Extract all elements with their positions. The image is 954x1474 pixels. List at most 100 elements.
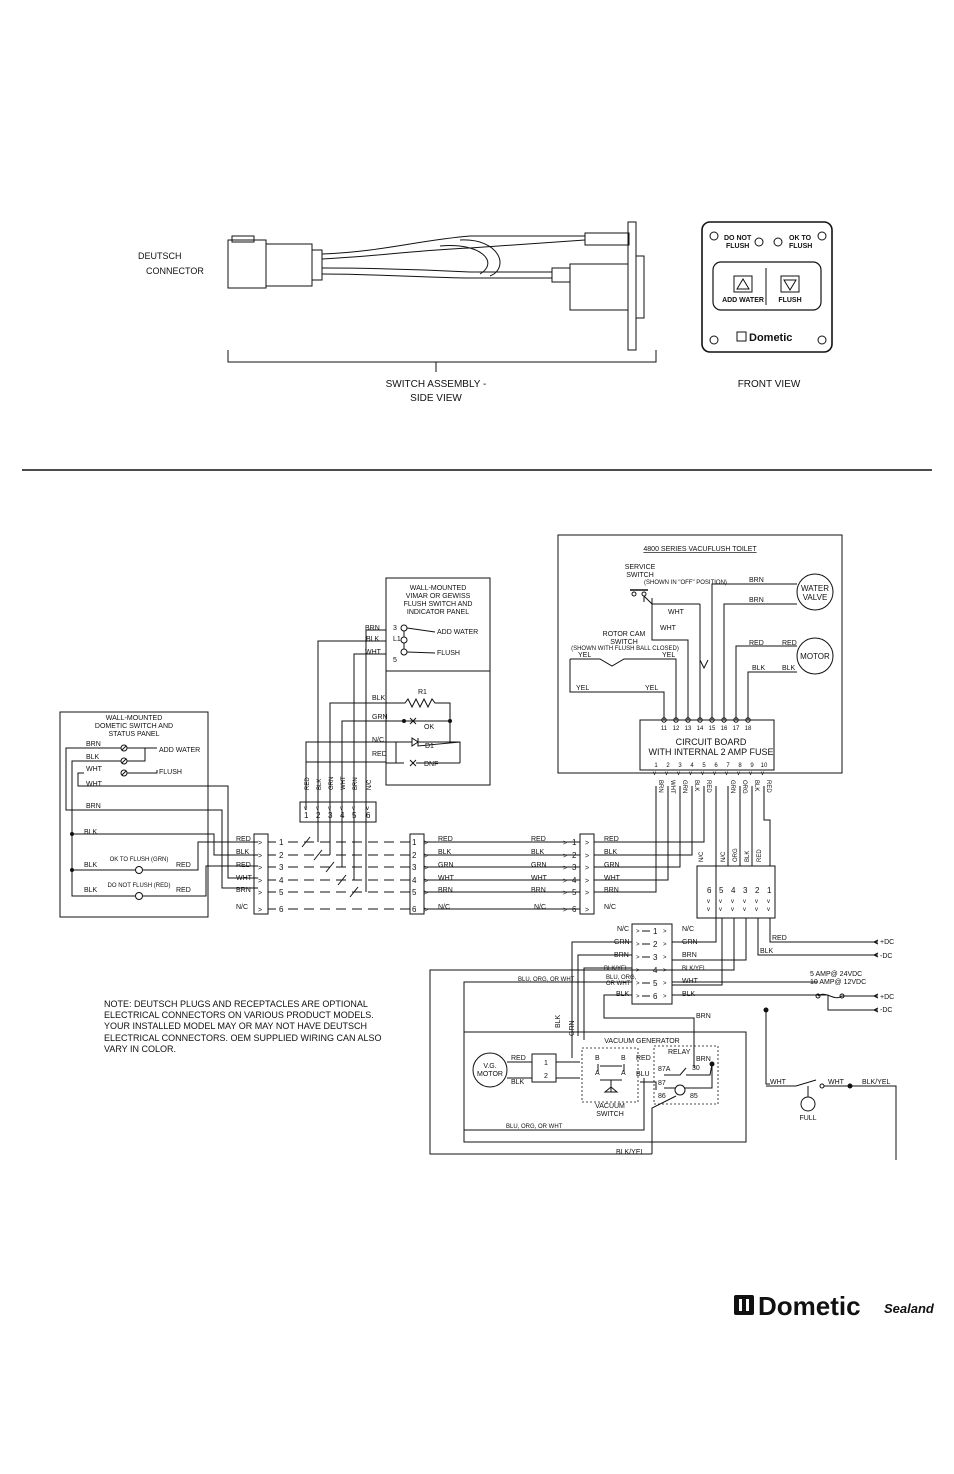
wire-label: N/C	[604, 904, 616, 911]
wire-label: BLK/YEL	[862, 1079, 891, 1086]
wire-label: N/C	[438, 904, 450, 911]
connector-pin-number: 3	[412, 863, 417, 872]
lower-pin-chevron: >	[636, 955, 640, 961]
lower-pin-chevron: >	[636, 942, 640, 948]
board-bottom-pin-number: 8	[738, 763, 742, 769]
wire-label: BLK	[84, 829, 98, 836]
note-line-1: NOTE: DEUTSCH PLUGS AND RECEPTACLES ARE …	[104, 999, 368, 1009]
board-bottom-chevron: v	[749, 771, 752, 777]
right-block-chevron: v	[767, 907, 770, 913]
board-bottom-chevron: v	[689, 771, 692, 777]
vacuum-generator-title: VACUUM GENERATOR	[604, 1038, 679, 1045]
wire-label: RED	[438, 836, 453, 843]
connector-pin-number: 5	[279, 888, 284, 897]
wire-label: RED	[749, 640, 764, 647]
mid-l1-label: L1	[393, 636, 401, 643]
note-line-3: YOUR INSTALLED MODEL MAY OR MAY NOT HAVE…	[104, 1021, 367, 1031]
vg-motor-icon	[472, 1052, 508, 1088]
splice-tick	[313, 849, 323, 861]
connector-pin-chevron: >	[424, 840, 428, 847]
svg-text:2: 2	[544, 1073, 548, 1080]
left-add-water-label: ADD WATER	[159, 747, 200, 754]
wire-label: GRN	[569, 1020, 576, 1036]
splice-tick	[325, 861, 335, 873]
connector-pin-number: 6	[412, 905, 417, 914]
wire-label: RED	[636, 1055, 651, 1062]
connector-pin-chevron: >	[424, 865, 428, 872]
note-line-5: VARY IN COLOR.	[104, 1044, 176, 1054]
right-block-chevron: v	[755, 899, 758, 905]
connector-pin-chevron: >	[424, 907, 428, 914]
terminal-icon	[400, 624, 408, 632]
board-top-terminal	[721, 717, 727, 723]
pos-dc-label: +DC	[880, 994, 894, 1001]
front-flush-label: FLUSH	[778, 297, 801, 304]
lower-pin-chevron: >	[663, 929, 667, 935]
connector-pin-chevron: >	[563, 907, 567, 914]
wire-label: BLK	[531, 849, 545, 856]
lower-pin-number: 1	[653, 927, 658, 936]
board-top-terminal	[673, 717, 679, 723]
relay-pin-85: 85	[690, 1093, 698, 1100]
lower-pin-chevron: >	[663, 942, 667, 948]
svg-text:1: 1	[544, 1060, 548, 1067]
mid-header-wire-label: WHT	[341, 776, 347, 790]
wire-label: GRN	[604, 862, 620, 869]
relay-label: RELAY	[668, 1049, 691, 1056]
board-bottom-chevron: v	[737, 771, 740, 777]
connector-pin-chevron: >	[585, 907, 589, 914]
wire-label: RED	[604, 836, 619, 843]
wire-label: GRN	[438, 862, 454, 869]
vacuum-switch-label-2: SWITCH	[596, 1111, 624, 1118]
mid-ok-label: OK	[424, 724, 434, 731]
wire-label: BLK	[555, 1014, 562, 1028]
vacuum-generator-box: VACUUM GENERATOR V.G. MOTOR 1 2 RED BLK …	[463, 1014, 747, 1156]
board-bottom-pin-number: 3	[678, 763, 682, 769]
vacuum-b-label: B	[621, 1055, 626, 1062]
relay-frame	[653, 1045, 719, 1105]
right-block-chevron: v	[707, 907, 710, 913]
board-bottom-wire-label: ORG	[741, 780, 747, 794]
board-bottom-pin-number: 2	[666, 763, 670, 769]
vg-motor-label-2: MOTOR	[477, 1071, 503, 1078]
left-deutsch-connector: RED BLK RED WHT BRN N/C	[236, 833, 269, 915]
connector-pin-chevron: >	[258, 865, 262, 872]
lower-pin-chevron: >	[663, 968, 667, 974]
wire-label: BRN	[438, 887, 453, 894]
right-block-wire-label: RED	[757, 849, 763, 862]
wire-label: OR WHT	[606, 981, 631, 987]
board-top-terminal	[697, 717, 703, 723]
left-ok-to-flush-label: OK TO FLUSH (GRN)	[110, 857, 169, 863]
mid-header-wire-label: RED	[305, 777, 311, 790]
board-bottom-chevron: v	[665, 771, 668, 777]
connector-pin-number: 3	[279, 863, 284, 872]
wire-label: BLU, ORG,	[606, 975, 637, 981]
front-brand-label: Dometic	[749, 332, 792, 344]
rotor-cam-label-1: ROTOR CAM	[603, 631, 646, 638]
toilet-title: 4800 SERIES VACUFLUSH TOILET	[643, 546, 757, 553]
left-panel-title-3: STATUS PANEL	[109, 731, 160, 738]
wire-label: RED	[772, 935, 787, 942]
deutsch-connector-label-1: DEUTSCH	[138, 251, 182, 261]
wire-label: RED	[176, 862, 191, 869]
brand-name: Dometic	[758, 1291, 861, 1321]
mid-header-chevron: v	[366, 806, 369, 812]
mid-panel-title-1: WALL-MOUNTED	[410, 585, 467, 592]
right-block-chevron: v	[731, 907, 734, 913]
connector-pin-chevron: >	[258, 840, 262, 847]
rotor-cam-label-2: SWITCH	[610, 639, 638, 646]
right-block-chevron: v	[755, 907, 758, 913]
connector-pin-chevron: >	[585, 890, 589, 897]
fuse-rating-12v: 10 AMP@ 12VDC	[810, 979, 866, 986]
right-block-chevron: v	[767, 899, 770, 905]
mid-panel-title-4: INDICATOR PANEL	[407, 609, 469, 616]
rotor-cam-switch-icon	[570, 658, 677, 720]
wire-label: RED	[531, 836, 546, 843]
wire-label: BLK	[236, 849, 250, 856]
left-panel-title-1: WALL-MOUNTED	[106, 715, 163, 722]
connector-pin-number: 2	[279, 851, 284, 860]
lower-pin-chevron: >	[663, 994, 667, 1000]
middle-deutsch-connector: RED BLK GRN WHT BRN N/C RED BLK GRN WHT …	[409, 833, 621, 915]
wire-label: BRN	[531, 887, 546, 894]
